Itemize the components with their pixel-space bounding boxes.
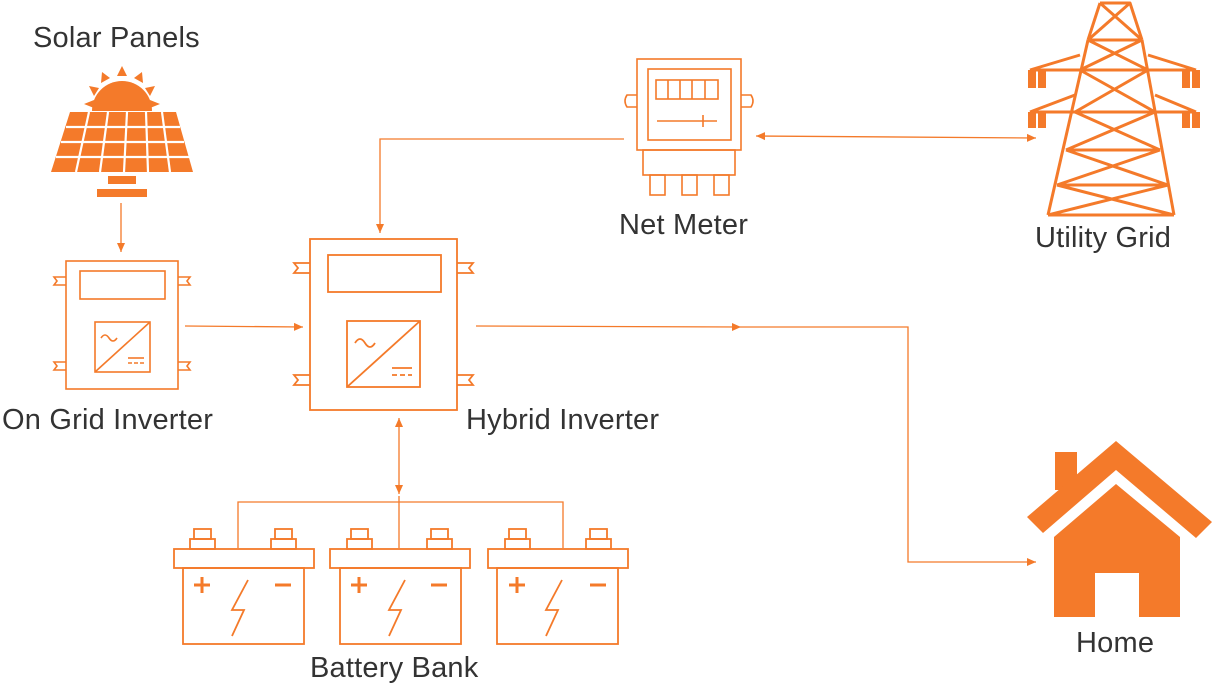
on-grid-inverter-label: On Grid Inverter	[2, 404, 214, 436]
edge-meter-to-hybrid	[376, 138, 624, 233]
net-meter-icon	[624, 58, 754, 196]
connectors	[117, 132, 1037, 566]
transmission-tower-icon	[1029, 1, 1197, 217]
home-label: Home	[1076, 627, 1155, 659]
battery-icon	[487, 528, 629, 645]
sun-rays	[84, 66, 160, 108]
solar-panels-label: Solar Panels	[33, 22, 200, 54]
hybrid-inverter-label: Hybrid Inverter	[466, 404, 660, 436]
battery-bank-label: Battery Bank	[310, 652, 479, 684]
battery-icon	[173, 528, 315, 645]
solar-panel-icon	[51, 66, 193, 197]
battery-link-left	[237, 501, 564, 548]
edge-hybrid-to-home-b	[741, 326, 1036, 566]
on-grid-inverter-icon	[52, 260, 192, 390]
edge-meter-grid	[755, 132, 1037, 142]
insulator-icons	[1028, 70, 1200, 128]
net-meter-label: Net Meter	[619, 209, 749, 241]
house-icon	[1027, 441, 1212, 617]
edge-ongrid-to-hybrid	[184, 322, 304, 331]
battery-icon	[329, 528, 471, 645]
edge-hybrid-to-home-a	[475, 322, 742, 331]
utility-grid-label: Utility Grid	[1035, 222, 1172, 254]
hybrid-inverter-icon	[292, 238, 475, 411]
